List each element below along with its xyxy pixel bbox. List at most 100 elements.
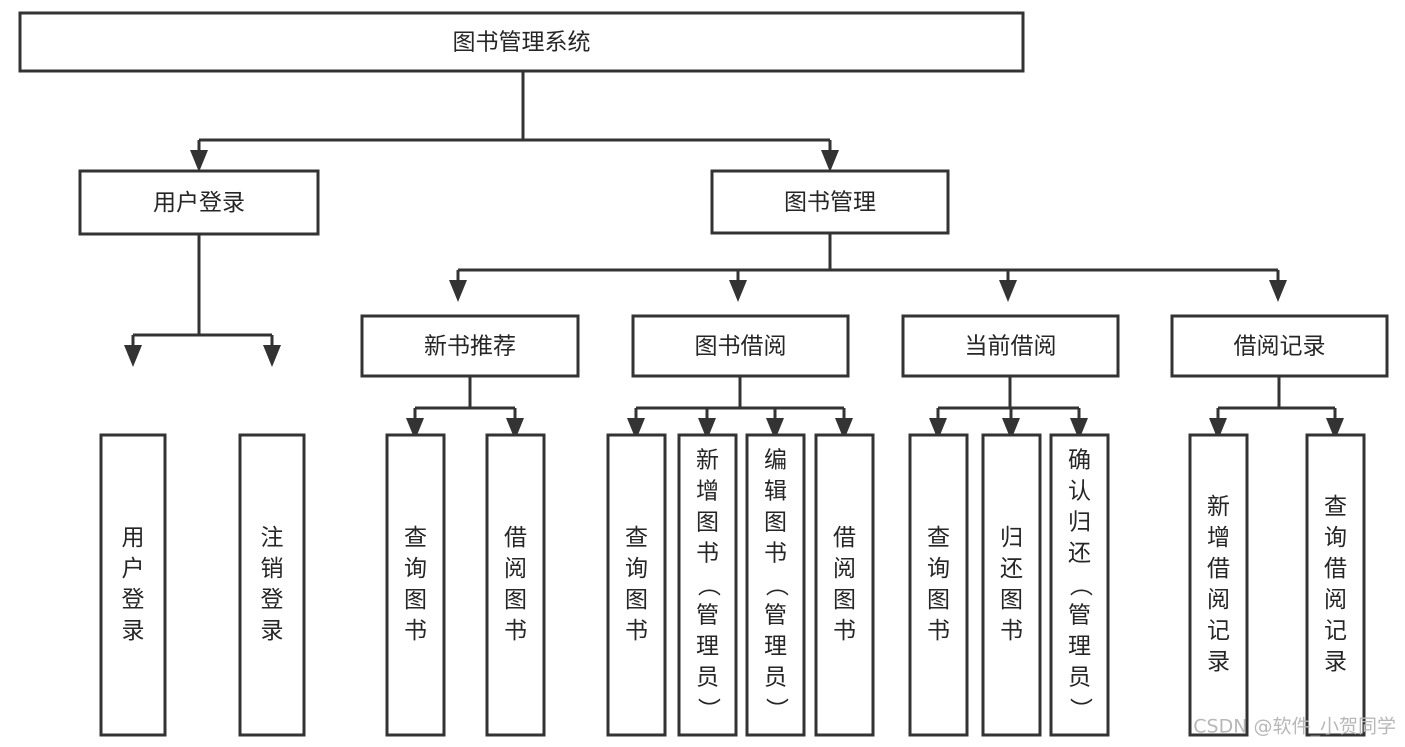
node-box-leaf-user-login[interactable] (99, 433, 167, 737)
svg-text:管: 管 (1068, 603, 1091, 629)
node-box-root[interactable] (18, 11, 1025, 73)
node-box-leaf-add-book[interactable] (677, 433, 738, 737)
arrowhead (729, 280, 747, 302)
svg-text:记: 记 (1207, 618, 1230, 644)
csdn-watermark: CSDN @软件_小贺同学 (1193, 716, 1396, 738)
connector-root (190, 71, 839, 172)
node-box-book-manage[interactable] (710, 169, 950, 235)
node-box-new-book-recommend[interactable] (360, 314, 580, 378)
arrowhead (698, 418, 716, 440)
svg-text:录: 录 (261, 618, 284, 644)
node-box-leaf-confirm-return[interactable] (1049, 433, 1110, 737)
node-label-current-borrow: 当前借阅 (965, 334, 1057, 360)
node-box-leaf-add-record[interactable] (1188, 433, 1249, 737)
svg-text:书: 书 (764, 541, 787, 567)
arrowhead (1002, 418, 1020, 440)
node-box-leaf-borrow-book-1[interactable] (485, 433, 546, 737)
node-box-leaf-logout[interactable] (238, 433, 306, 737)
svg-text:）: ） (1067, 698, 1093, 721)
svg-text:书: 书 (833, 618, 856, 644)
svg-text:（: （ (763, 574, 789, 597)
svg-text:图: 图 (696, 510, 719, 536)
node-new-book-recommend[interactable]: 新书推荐 (360, 314, 580, 378)
node-box-leaf-query-book-2[interactable] (606, 433, 667, 737)
node-label-new-book-recommend: 新书推荐 (424, 334, 516, 360)
node-box-leaf-query-book-3[interactable] (908, 433, 969, 737)
svg-text:查: 查 (404, 525, 427, 551)
node-box-leaf-edit-book[interactable] (745, 433, 806, 737)
svg-text:员: 员 (764, 665, 787, 691)
node-label-book-borrow: 图书借阅 (695, 334, 787, 360)
arrowhead (506, 418, 524, 440)
svg-text:确: 确 (1068, 448, 1091, 474)
node-label-leaf-user-login: 用户登录 (122, 525, 145, 644)
svg-text:书: 书 (404, 618, 427, 644)
svg-text:认: 认 (1068, 479, 1091, 505)
node-current-borrow[interactable]: 当前借阅 (901, 314, 1120, 378)
svg-text:图: 图 (927, 587, 950, 613)
node-box-book-borrow[interactable] (631, 314, 850, 378)
svg-text:阅: 阅 (833, 556, 856, 582)
svg-text:编: 编 (764, 448, 787, 474)
arrowhead (835, 418, 853, 440)
node-user-login[interactable]: 用户登录 (78, 169, 320, 236)
svg-text:借: 借 (504, 525, 527, 551)
node-book-manage[interactable]: 图书管理 (710, 169, 950, 235)
arrowhead (124, 345, 142, 367)
connector-new-book-recommend (406, 376, 524, 440)
node-box-user-login[interactable] (78, 169, 320, 236)
node-book-borrow[interactable]: 图书借阅 (631, 314, 850, 378)
connector-layer (124, 71, 1344, 440)
svg-text:增: 增 (696, 479, 719, 505)
svg-text:录: 录 (122, 618, 145, 644)
node-box-leaf-return-book[interactable] (981, 433, 1042, 737)
svg-text:户: 户 (122, 556, 145, 582)
arrowhead (1326, 418, 1344, 440)
node-leaf-user-login[interactable]: 用户登录 (99, 433, 167, 737)
svg-text:阅: 阅 (504, 556, 527, 582)
svg-text:）: ） (763, 698, 789, 721)
node-box-leaf-borrow-book-2[interactable] (814, 433, 875, 737)
arrowhead (406, 418, 424, 440)
svg-text:阅: 阅 (1324, 587, 1347, 613)
node-box-leaf-query-book-1[interactable] (385, 433, 446, 737)
svg-text:查: 查 (625, 525, 648, 551)
connector-borrow-record (1209, 376, 1344, 440)
node-root[interactable]: 图书管理系统 (18, 11, 1025, 73)
node-box-leaf-query-record[interactable] (1305, 433, 1366, 737)
svg-text:增: 增 (1207, 525, 1230, 551)
arrowhead (1269, 280, 1287, 302)
node-box-borrow-record[interactable] (1170, 314, 1389, 378)
node-box-current-borrow[interactable] (901, 314, 1120, 378)
svg-text:归: 归 (1068, 510, 1091, 536)
svg-text:新: 新 (1207, 494, 1230, 520)
connector-book-borrow (627, 376, 853, 440)
node-borrow-record[interactable]: 借阅记录 (1170, 314, 1389, 378)
svg-text:还: 还 (1068, 541, 1091, 567)
svg-text:图: 图 (1000, 587, 1023, 613)
node-label-book-manage: 图书管理 (784, 190, 876, 216)
svg-text:图: 图 (764, 510, 787, 536)
svg-text:（: （ (1067, 574, 1093, 597)
svg-text:员: 员 (696, 665, 719, 691)
